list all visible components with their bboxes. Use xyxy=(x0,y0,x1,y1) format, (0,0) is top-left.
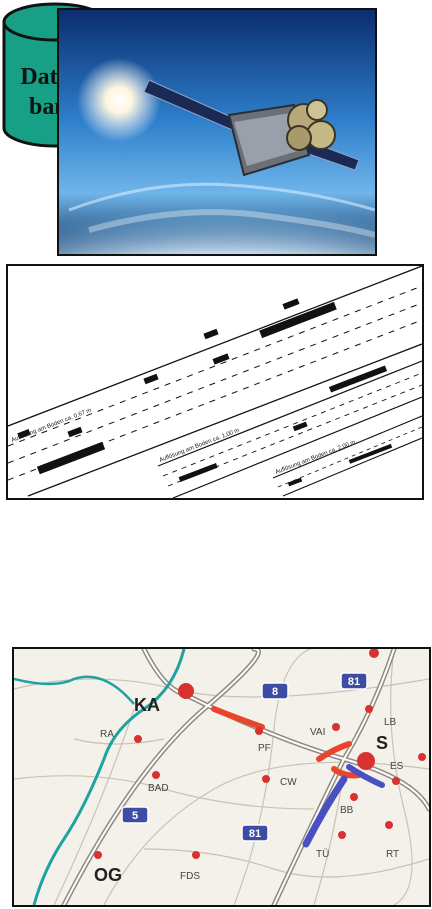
city-label-tu: TÜ xyxy=(316,848,329,860)
city-label-cw: CW xyxy=(280,777,297,788)
lane-group-mid-res: Auflösung am Boden ca. 1,00 m xyxy=(158,361,422,498)
motorway-shield-81-top: 81 xyxy=(341,673,367,689)
satellite-image xyxy=(57,8,377,256)
city-label-ka: KA xyxy=(134,695,160,715)
resolution-label-1: Auflösung am Boden ca. 0,67 m xyxy=(11,408,93,444)
city-label-ra: RA xyxy=(100,729,114,740)
traffic-map: 8 81 5 81 xyxy=(12,647,431,907)
city-label-bad: BAD xyxy=(148,783,169,794)
city-label-bb: BB xyxy=(340,805,354,816)
motorway-shield-5: 5 xyxy=(122,807,148,823)
svg-text:8: 8 xyxy=(272,686,278,698)
city-label-lb: LB xyxy=(384,717,397,728)
city-label-s: S xyxy=(376,733,388,753)
city-label-og: OG xyxy=(94,865,122,885)
city-label-vai: VAI xyxy=(310,727,325,738)
city-label-es: ES xyxy=(390,761,404,772)
motorway-shield-81-bottom: 81 xyxy=(242,825,268,841)
city-label-fds: FDS xyxy=(180,871,200,882)
svg-text:5: 5 xyxy=(132,810,138,822)
motorway-shield-8: 8 xyxy=(262,683,288,699)
city-label-rt: RT xyxy=(386,849,399,860)
svg-text:81: 81 xyxy=(348,676,360,688)
svg-text:81: 81 xyxy=(249,828,261,840)
vehicle-detection-lanes: Auflösung am Boden ca. 0,67 m Auflösung … xyxy=(6,264,424,500)
resolution-label-2: Auflösung am Boden ca. 1,00 m xyxy=(159,428,241,464)
city-label-pf: PF xyxy=(258,743,271,754)
